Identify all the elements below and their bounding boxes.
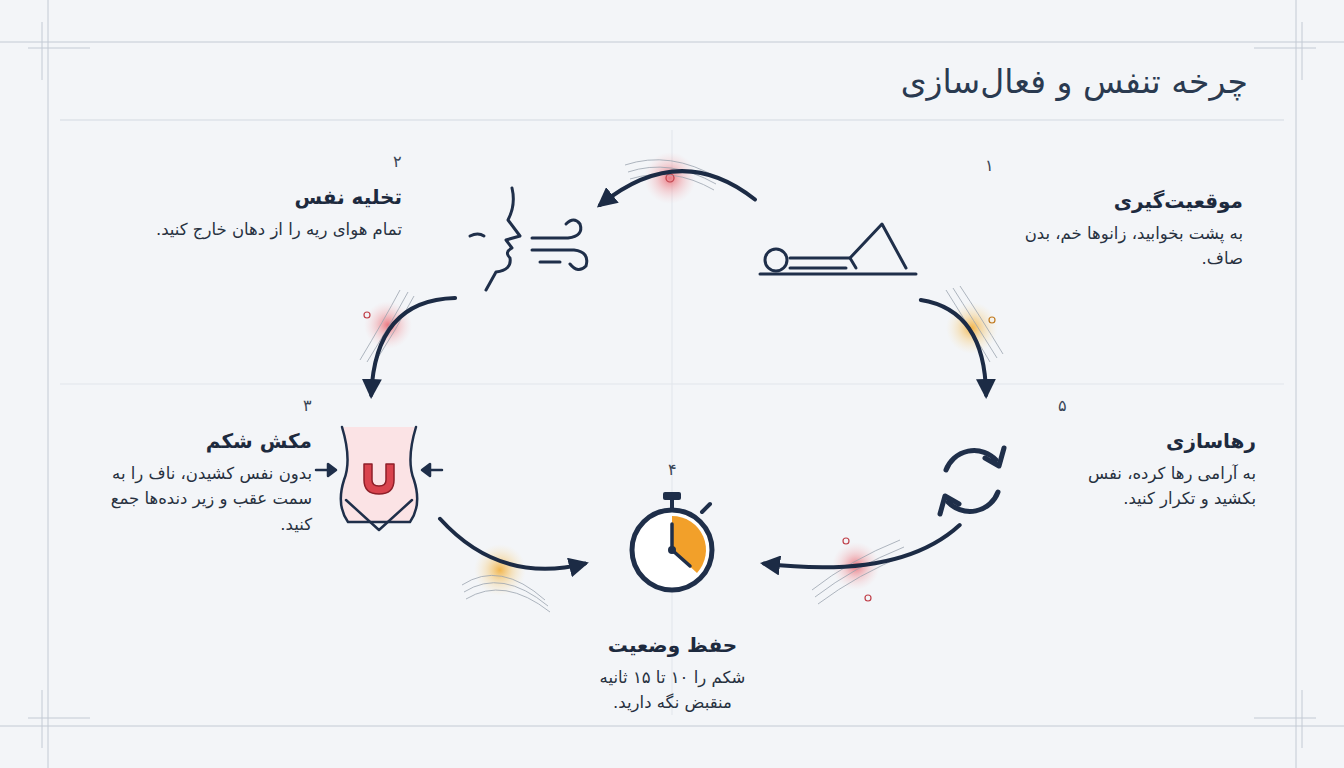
step-node: ۲ تخلیه نفس تمام هوای ریه را از دهان خارج …	[140, 148, 600, 298]
step-body: بدون نفس کشیدن، ناف را به سمت عقب و زیر …	[80, 461, 312, 538]
lying-person-icon	[760, 224, 916, 274]
step-heading: مکش شکم	[80, 427, 312, 455]
number-label: ۱	[985, 156, 1243, 177]
flow-arrow	[600, 171, 755, 205]
muscle-glow	[812, 538, 908, 604]
muscle-glow	[360, 290, 414, 364]
flow-arrow	[371, 298, 455, 395]
exhale-face-icon	[470, 188, 587, 290]
step-text-group: ۲ تخلیه نفس تمام هوای ریه را از دهان خارج …	[140, 152, 402, 242]
step-body: شکم را ۱۰ تا ۱۵ ثانیه منقبض نگه دارید.	[585, 665, 760, 716]
step-text-group: ۴ حفظ وضعیت شکم را ۱۰ تا ۱۵ ثانیه منقبض نگ…	[585, 460, 760, 716]
number-label: ۴	[585, 460, 760, 481]
muscle-glow	[946, 286, 1003, 362]
repeat-icon	[940, 448, 1004, 514]
step-heading: رهاسازی	[1058, 427, 1256, 455]
step-text-group: ۵ رهاسازی به آرامی رها کرده، نفس بکشید و ت…	[1058, 396, 1256, 512]
step-text-group: ۳ مکش شکم بدون نفس کشیدن، ناف را به سمت عق…	[80, 396, 312, 537]
step-heading: تخلیه نفس	[140, 183, 402, 211]
step-body: تمام هوای ریه را از دهان خارج کنید.	[140, 217, 402, 243]
number-label: ۲	[140, 152, 402, 173]
step-body: به آرامی رها کرده، نفس بکشید و تکرار کنی…	[1058, 461, 1256, 512]
step-body: به پشت بخوابید، زانوها خم، بدن صاف.	[985, 221, 1243, 272]
abdomen-vacuum-icon	[316, 427, 442, 530]
step-node: ۳ مکش شکم بدون نفس کشیدن، ناف را به سمت عق…	[78, 395, 440, 560]
muscle-glow	[462, 544, 550, 612]
step-node: ۴ حفظ وضعیت شکم را ۱۰ تا ۱۵ ثانیه منقبض نگ…	[585, 458, 764, 722]
flow-arrow	[764, 525, 960, 567]
number-label: ۵	[1058, 396, 1256, 417]
flow-arrow	[440, 519, 585, 569]
step-heading: حفظ وضعیت	[585, 631, 760, 659]
flow-arrow	[921, 300, 986, 395]
step-text-group: ۱ موقعیت‌گیری به پشت بخوابید، زانوها خم، ب…	[985, 156, 1243, 272]
stopwatch-icon	[632, 492, 712, 590]
diagram-title: چرخه تنفس و فعال‌سازی	[901, 62, 1248, 101]
step-heading: موقعیت‌گیری	[985, 187, 1243, 215]
number-label: ۳	[80, 396, 312, 417]
muscle-glow	[625, 152, 718, 204]
step-node: ۵ رهاسازی به آرامی رها کرده، نفس بکشید و ت…	[930, 395, 1260, 525]
step-node: ۱ موقعیت‌گیری به پشت بخوابید، زانوها خم، ب…	[755, 150, 1247, 300]
